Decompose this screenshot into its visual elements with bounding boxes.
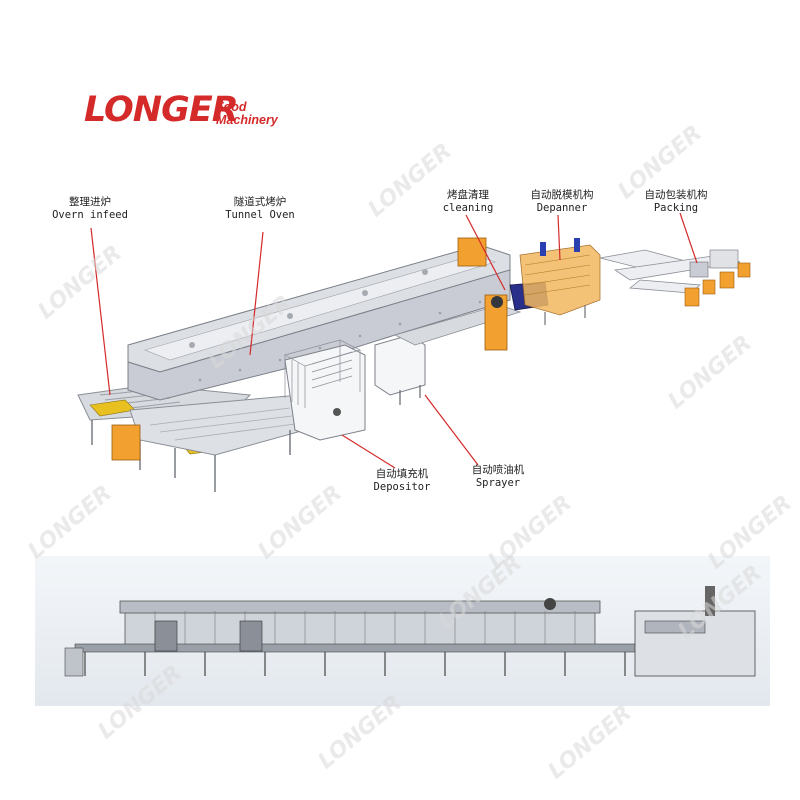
brand-sub-line2: Machinery [216,113,278,127]
watermark: LONGER [543,700,637,785]
side-elevation-drawing [35,556,770,706]
brand-sub-line1: Food [216,100,247,114]
leader-lines [90,212,698,469]
infeed-control-box [111,424,141,461]
oven-top-control-box [457,237,487,267]
isometric-line-illustration [77,212,751,492]
packing-machines [684,249,751,307]
brand-logo: LONGER [84,90,239,130]
brand-logo-sub: Food Machinery [216,101,278,127]
depositor-machine [284,344,366,441]
depositor-hopper [284,339,361,408]
elevation-oven-body [124,610,596,647]
cleaning-machine [484,294,508,351]
